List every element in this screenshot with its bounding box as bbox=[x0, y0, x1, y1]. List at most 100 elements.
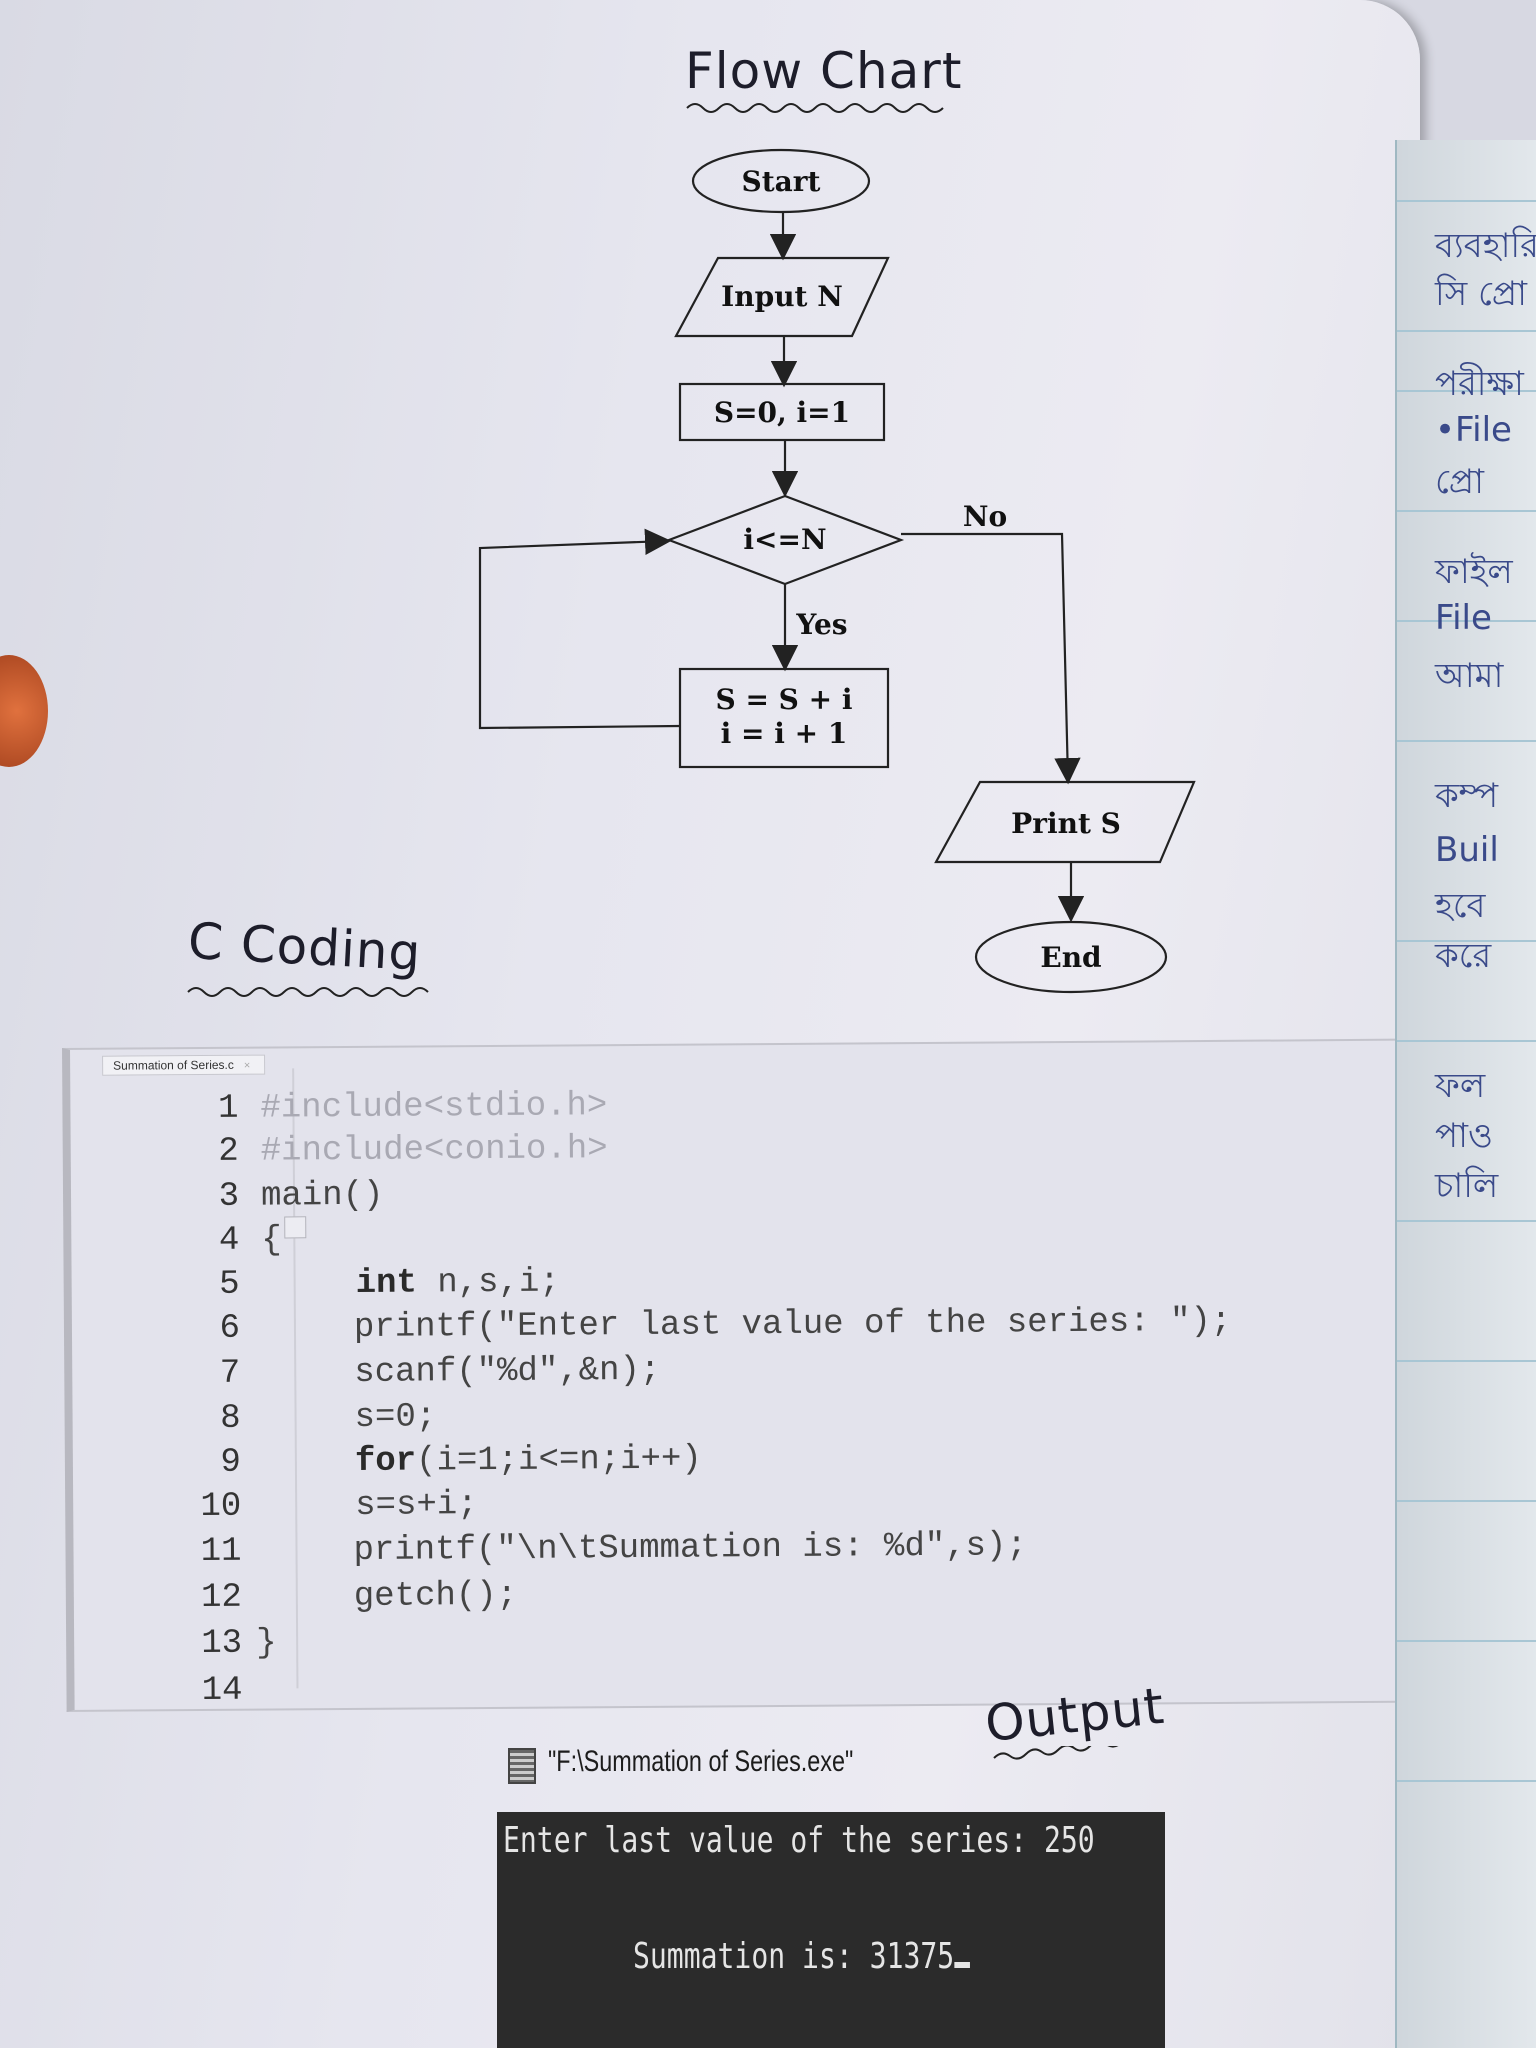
code-content: main() bbox=[260, 1176, 384, 1216]
no-label: No bbox=[963, 500, 1007, 533]
code-content: getch(); bbox=[353, 1576, 518, 1616]
line-number: 12 bbox=[200, 1578, 242, 1618]
code-content: n,s,i; bbox=[416, 1263, 560, 1303]
flowchart-heading: Flow Chart bbox=[685, 42, 963, 100]
code-text: { bbox=[261, 1220, 282, 1260]
init-box bbox=[678, 382, 886, 442]
line-number: 4 bbox=[218, 1221, 240, 1260]
code-line: 3 main() bbox=[71, 1168, 1449, 1218]
init-label: S=0, i=1 bbox=[714, 396, 850, 429]
line-number: 3 bbox=[218, 1177, 240, 1216]
code-text: s=s+i; bbox=[355, 1485, 478, 1526]
code-text: } bbox=[256, 1624, 277, 1664]
print-parallelogram bbox=[934, 780, 1196, 864]
code-content: #include<conio.h> bbox=[260, 1130, 608, 1171]
code-line: 2#include<conio.h> bbox=[71, 1123, 1449, 1173]
code-line: 4{ bbox=[71, 1212, 1449, 1262]
adjacent-text-fragment: করে bbox=[1435, 936, 1492, 976]
line-number: 1 bbox=[217, 1089, 239, 1128]
input-label: Input N bbox=[721, 280, 843, 313]
code-content: #include<stdio.h> bbox=[260, 1087, 608, 1128]
yes-label: Yes bbox=[795, 608, 847, 641]
console-line-prompt: Enter last value of the series: 250 bbox=[503, 1820, 1095, 1861]
console-cursor bbox=[954, 1962, 970, 1968]
code-line: 13} bbox=[74, 1615, 1452, 1665]
line-number: 8 bbox=[220, 1399, 241, 1438]
end-label: End bbox=[1040, 941, 1101, 974]
adjacent-text-fragment: পাও bbox=[1435, 1116, 1493, 1156]
adjacent-text-fragment: ব্যবহারি bbox=[1435, 226, 1536, 266]
ruled-line bbox=[1397, 740, 1536, 742]
code-line: 10 s=s+i; bbox=[73, 1478, 1451, 1528]
code-text: printf("\n\tSummation is: %d",s); bbox=[353, 1526, 1027, 1571]
line-number: 11 bbox=[200, 1532, 242, 1572]
line-number: 13 bbox=[201, 1624, 243, 1664]
code-content: printf("Enter last value of the series: … bbox=[353, 1302, 1232, 1347]
ruled-line bbox=[1397, 1640, 1536, 1642]
close-tab-icon[interactable]: × bbox=[243, 1059, 251, 1072]
flowchart-heading-underline bbox=[686, 103, 944, 113]
code-line: 5 int n,s,i; bbox=[72, 1256, 1450, 1306]
console-output: Enter last value of the series: 250 Summ… bbox=[497, 1812, 1165, 2048]
code-keyword: int bbox=[355, 1264, 418, 1303]
code-content: scanf("%d",&n); bbox=[354, 1351, 661, 1392]
adjacent-text-fragment: কম্প bbox=[1435, 776, 1499, 816]
ruled-line bbox=[1397, 200, 1536, 202]
console-result-text: Summation is: 31375 bbox=[633, 1936, 955, 1977]
code-line: 6 printf("Enter last value of the series:… bbox=[72, 1300, 1450, 1350]
adjacent-text-fragment: File bbox=[1435, 598, 1492, 638]
ruled-line bbox=[1397, 510, 1536, 512]
ruled-line bbox=[1397, 620, 1536, 622]
print-label: Print S bbox=[1011, 807, 1121, 840]
code-text: for(i=1;i<=n;i++) bbox=[355, 1440, 702, 1482]
console-window-title: "F:\Summation of Series.exe" bbox=[548, 1745, 854, 1778]
start-label: Start bbox=[742, 165, 821, 198]
coding-heading: C Coding bbox=[186, 911, 423, 983]
code-text: getch(); bbox=[354, 1576, 518, 1617]
condition-label: i<=N bbox=[743, 523, 826, 556]
ruled-line bbox=[1397, 940, 1536, 942]
code-text: #include<conio.h> bbox=[261, 1129, 608, 1171]
adjacent-text-fragment: চালি bbox=[1435, 1166, 1499, 1206]
adjacent-text-fragment: হবে bbox=[1435, 886, 1486, 926]
code-line: 1 #include<stdio.h> bbox=[70, 1080, 1448, 1130]
ruled-line bbox=[1397, 1500, 1536, 1502]
code-line: 11 printf("\n\tSummation is: %d",s); bbox=[73, 1523, 1451, 1573]
adjacent-text-fragment: প্রো bbox=[1435, 462, 1485, 502]
line-number: 10 bbox=[200, 1487, 242, 1527]
console-window-icon bbox=[508, 1748, 536, 1784]
code-line: 8 s=0; bbox=[72, 1390, 1450, 1440]
file-tab[interactable]: Summation of Series.c× bbox=[102, 1054, 266, 1076]
output-heading-underline bbox=[993, 1746, 1119, 1760]
line-number: 9 bbox=[220, 1443, 242, 1482]
code-editor: Summation of Series.c× 1 #include<stdio.h… bbox=[62, 1038, 1455, 1712]
code-line: 14 bbox=[74, 1662, 1452, 1712]
code-text: scanf("%d",&n); bbox=[354, 1351, 660, 1393]
adjacent-text-fragment: পরীক্ষা bbox=[1435, 364, 1524, 404]
start-terminal bbox=[691, 148, 871, 214]
ruled-line bbox=[1397, 1780, 1536, 1782]
notebook-page: Flow Chart Start Input N S=0, bbox=[0, 0, 1455, 2048]
code-line: 9 for(i=1;i<=n;i++) bbox=[73, 1434, 1451, 1484]
adjacent-text-fragment: Buil bbox=[1435, 830, 1499, 870]
adjacent-text-fragment: আমা bbox=[1435, 656, 1504, 696]
code-content: } bbox=[256, 1624, 277, 1663]
ruled-line bbox=[1397, 330, 1536, 332]
process-box bbox=[678, 667, 890, 769]
code-text: #include<stdio.h> bbox=[260, 1086, 607, 1128]
line-number: 6 bbox=[219, 1309, 241, 1348]
input-parallelogram bbox=[674, 256, 890, 338]
coding-heading-underline bbox=[187, 987, 429, 997]
line-number: 14 bbox=[201, 1671, 243, 1711]
code-content: s=s+i; bbox=[355, 1486, 478, 1525]
adjacent-text-fragment: সি প্রো bbox=[1435, 274, 1528, 314]
code-content: { bbox=[261, 1221, 282, 1260]
ruled-line bbox=[1397, 1040, 1536, 1042]
process-line1: S = S + i bbox=[716, 683, 853, 716]
code-content: s=0; bbox=[354, 1398, 437, 1437]
process-line2: i = i + 1 bbox=[721, 717, 848, 750]
line-number: 5 bbox=[219, 1265, 240, 1304]
adjacent-text-fragment: ফল bbox=[1435, 1066, 1486, 1106]
